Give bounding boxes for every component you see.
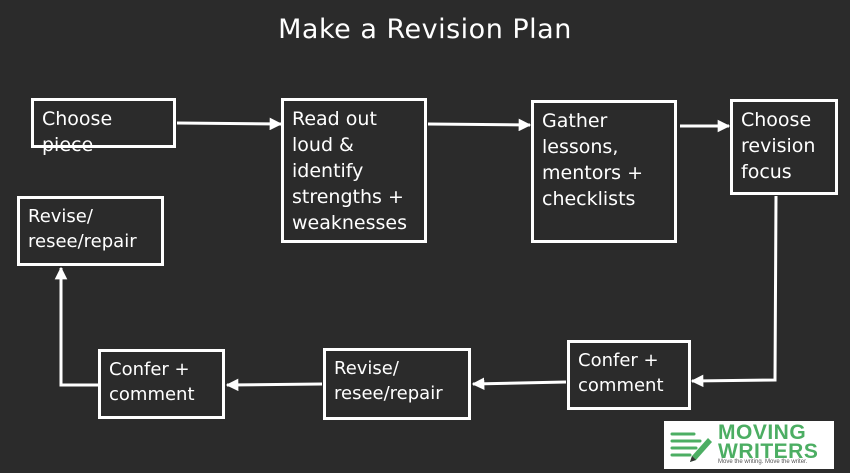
step-read-out-loud: Read out loud & identify strengths + wea… [281,98,427,243]
arrow-choose-to-read [176,117,283,131]
diagram-title: Make a Revision Plan [278,14,572,45]
step-label: Gather lessons, mentors + checklists [542,110,643,210]
arrow-confer-to-revise [471,377,567,391]
logo-line-2: WRITERS [718,440,819,463]
arrow-focus-to-confer [690,195,778,388]
step-confer-comment-2: Confer + comment [98,349,225,419]
step-confer-comment-1: Confer + comment [567,340,691,410]
arrow-revise-to-confer [225,378,323,392]
step-label: Confer + comment [109,359,195,405]
moving-writers-logo: MOVING WRITERS Move the writing. Move th… [664,421,834,469]
step-label: Confer + comment [578,350,664,396]
step-label: Read out loud & identify strengths + wea… [292,108,407,234]
arrow-confer-to-revise-final [54,266,98,387]
logo-wordmark: MOVING WRITERS [718,421,819,463]
logo-line-1: MOVING [718,421,807,444]
step-gather: Gather lessons, mentors + checklists [531,100,677,243]
step-revise-2: Revise/ resee/repair [17,196,164,266]
pencil-lines-icon [670,432,712,462]
logo-tagline: Move the writing. Move the writer. [718,459,808,465]
step-choose-piece: Choose piece [31,98,176,156]
step-label: Choose piece [42,108,113,156]
arrow-read-to-gather [427,118,532,132]
step-choose-focus: Choose revision focus [730,99,838,195]
step-label: Revise/ resee/repair [334,358,443,404]
step-revise-1: Revise/ resee/repair [323,348,471,420]
step-label: Revise/ resee/repair [28,206,137,252]
step-label: Choose revision focus [741,109,816,183]
